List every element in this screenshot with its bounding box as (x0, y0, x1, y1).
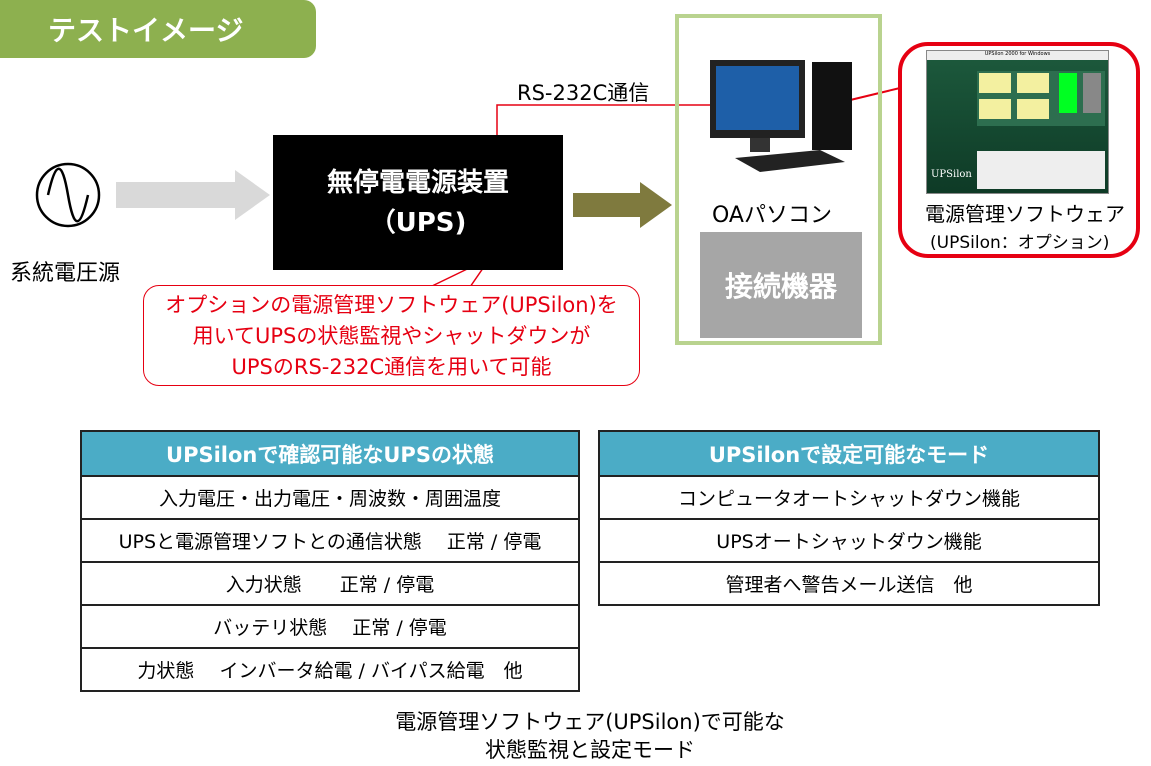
source-label: 系統電圧源 (10, 261, 121, 286)
screenshot-title: UPSilon 2000 for Windows (927, 51, 1108, 60)
table-row: コンピュータオートシャットダウン機能 (598, 475, 1100, 520)
callout-line: 用いてUPSの状態監視やシャットダウンが (192, 324, 591, 348)
software-label: 電源管理ソフトウェア (925, 202, 1125, 226)
pc-frame (675, 14, 882, 345)
sine-wave-icon (35, 162, 101, 228)
ups-box: 無停電電源装置 （UPS) (273, 135, 563, 270)
callout-line: UPSのRS-232C通信を用いて可能 (231, 355, 552, 379)
software-box (898, 42, 1140, 258)
modes-table-header: UPSilonで設定可能なモード (598, 430, 1100, 477)
ups-subtitle: （UPS) (369, 207, 467, 238)
desktop-computer-icon (710, 60, 852, 172)
arrow-gray (116, 170, 270, 220)
status-table-header: UPSilonで確認可能なUPSの状態 (80, 430, 580, 477)
table-row: UPSオートシャットダウン機能 (598, 518, 1100, 563)
table-row: 力状態 インバータ給電 / バイパス給電 他 (80, 647, 580, 692)
status-table: UPSilonで確認可能なUPSの状態 入力電圧・出力電圧・周波数・周囲温度 U… (80, 430, 580, 692)
software-sublabel: (UPSilon：オプション) (930, 233, 1110, 253)
callout-line: オプションの電源管理ソフトウェア(UPSilon)を (165, 293, 618, 317)
caption: 電源管理ソフトウェア(UPSilon)で可能な 状態監視と設定モード (290, 708, 890, 764)
pc-label: OAパソコン (712, 203, 832, 228)
caption-line: 電源管理ソフトウェア(UPSilon)で可能な (395, 710, 785, 734)
table-row: 管理者へ警告メール送信 他 (598, 561, 1100, 606)
connected-device-box: 接続機器 (700, 232, 862, 338)
connectors (35, 60, 901, 288)
ups-title: 無停電電源装置 (326, 167, 509, 198)
table-row: 入力電圧・出力電圧・周波数・周囲温度 (80, 475, 580, 520)
table-row: UPSと電源管理ソフトとの通信状態 正常 / 停電 (80, 518, 580, 563)
callout: オプションの電源管理ソフトウェア(UPSilon)を 用いてUPSの状態監視やシ… (143, 285, 640, 386)
table-row: バッテリ状態 正常 / 停電 (80, 604, 580, 649)
table-row: 入力状態 正常 / 停電 (80, 561, 580, 606)
caption-line: 状態監視と設定モード (485, 738, 695, 762)
software-screenshot: UPSilon 2000 for Windows UPSilon (926, 50, 1109, 194)
arrow-olive (573, 182, 672, 228)
rs232c-line (496, 104, 715, 135)
upsilon-logo: UPSilon (931, 169, 972, 180)
rs232c-label: RS-232C通信 (517, 81, 650, 105)
title-badge: テストイメージ (0, 0, 316, 58)
modes-table: UPSilonで設定可能なモード コンピュータオートシャットダウン機能 UPSオ… (598, 430, 1100, 606)
